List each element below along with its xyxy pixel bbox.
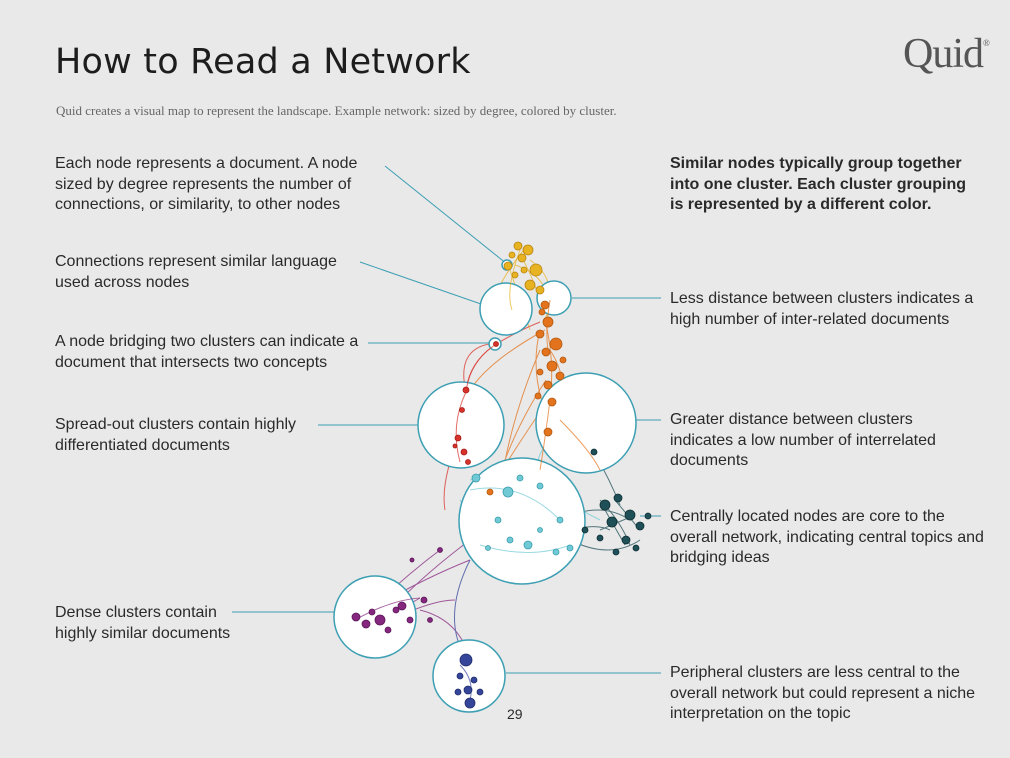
nodes-cyan	[471, 473, 574, 556]
note-central-nodes: Centrally located nodes are core to the …	[670, 508, 984, 566]
note-greater-distance: Greater distance between clusters indica…	[670, 411, 936, 469]
page-title: How to Read a Network	[55, 42, 471, 82]
note-dense-clusters: Dense clusters contain highly similar do…	[55, 604, 231, 642]
logo-text: Quid	[903, 31, 984, 77]
note-connections: Connections represent similar language u…	[55, 253, 337, 291]
nodes-yellow	[503, 241, 545, 295]
halo-greater-distance	[535, 372, 637, 474]
nodes-blue	[454, 653, 484, 709]
halo-purple-dense-cluster	[333, 575, 417, 659]
nodes-orange	[486, 300, 567, 496]
halo-red-spread-cluster	[417, 381, 505, 469]
nodes-red	[452, 341, 499, 465]
page-number: 29	[507, 706, 523, 722]
note-spread-clusters: Spread-out clusters contain highly diffe…	[55, 416, 297, 454]
cluster-halos	[333, 259, 637, 713]
halo-connections	[479, 282, 533, 336]
nodes-teal	[581, 448, 652, 556]
note-less-distance: Less distance between clusters indicates…	[670, 290, 974, 328]
note-peripheral-clusters: Peripheral clusters are less central to …	[670, 664, 976, 722]
callout-lines	[232, 165, 661, 674]
note-node-size: Each node represents a document. A node …	[55, 155, 358, 213]
nodes-purple	[351, 547, 443, 634]
note-cluster-color: Similar nodes typically group together i…	[670, 155, 967, 213]
callout-line-connections	[359, 261, 482, 305]
registered-mark: ®	[983, 38, 990, 48]
note-bridging-node: A node bridging two clusters can indicat…	[55, 333, 359, 371]
page-subtitle: Quid creates a visual map to represent t…	[56, 103, 617, 118]
callout-line-node-size	[384, 165, 508, 265]
halo-blue-peripheral-cluster	[432, 639, 506, 713]
quid-logo: Quid®	[903, 30, 990, 78]
